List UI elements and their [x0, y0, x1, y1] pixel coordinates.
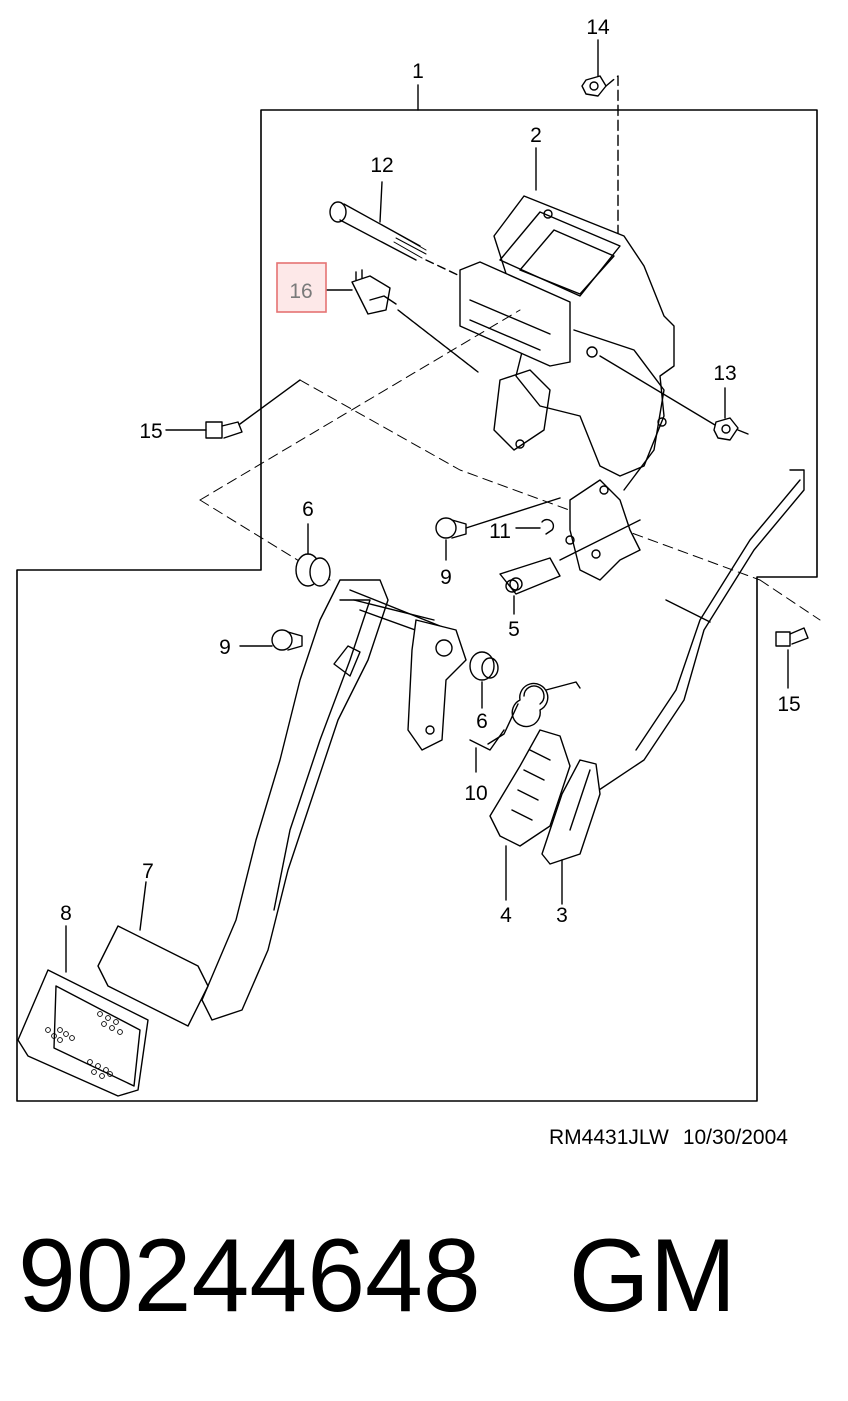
reference-code: RM4431JLW	[549, 1126, 669, 1149]
nut-part-14	[581, 39, 619, 281]
pedal-cover-part-8	[17, 925, 149, 1097]
callout-11: 11	[489, 520, 511, 543]
rod-part-10	[469, 729, 505, 773]
part-number: 90244648	[18, 1218, 481, 1334]
spring-part-lower	[487, 681, 581, 745]
diagram-reference: RM4431JLW 10/30/2004	[549, 1126, 788, 1150]
callout-6-top: 6	[302, 498, 314, 521]
callout-5: 5	[508, 618, 520, 641]
callout-16: 16	[289, 280, 312, 303]
pin-part-9-top	[435, 497, 561, 561]
callout-15-left: 15	[139, 420, 162, 443]
callout-14: 14	[586, 16, 610, 39]
pedal-bracket-part-2	[459, 147, 721, 491]
lever-plate	[407, 619, 467, 751]
callout-3: 3	[556, 904, 568, 927]
pedal-pad-part-7	[97, 881, 209, 1027]
callout-6-lower: 6	[476, 710, 488, 733]
accelerator-rod	[583, 469, 805, 801]
callout-12: 12	[370, 154, 393, 177]
exploded-parts-diagram: 1 2 3 4 5 6 6 7 8 9 9 10 11 12 13 14 15 …	[16, 16, 821, 1102]
callout-4: 4	[500, 904, 512, 927]
assembly-boundary	[16, 109, 818, 1102]
callout-8: 8	[60, 902, 72, 925]
pedal-pad-part-4	[489, 729, 571, 901]
callout-1: 1	[412, 60, 424, 83]
bushing-part-6-lower	[469, 651, 499, 709]
callout-10: 10	[464, 782, 487, 805]
brake-pedal-arm	[201, 579, 455, 1021]
lever-arm	[559, 479, 641, 581]
accelerator-pedal-part-3	[541, 759, 601, 905]
callout-13: 13	[713, 362, 736, 385]
bushing-part-6-top	[295, 523, 331, 587]
callout-2: 2	[530, 124, 542, 147]
callout-15-right: 15	[777, 693, 800, 716]
bolt-part-15-right	[775, 627, 809, 689]
brand-name: GM	[568, 1218, 737, 1334]
reference-date: 10/30/2004	[682, 1126, 788, 1149]
pin-part-9-lower	[239, 629, 303, 651]
clip-part-11	[515, 518, 555, 535]
highlight-box-part-16	[276, 262, 327, 313]
stoplamp-switch-part-16	[325, 269, 479, 373]
spring-part-5	[499, 557, 561, 615]
nut-part-13	[713, 387, 749, 441]
bolt-part-15-left	[165, 379, 301, 439]
callout-9-top: 9	[440, 566, 452, 589]
assembly-axis-lines	[199, 309, 821, 621]
bolt-part-12	[329, 181, 461, 277]
callout-7: 7	[142, 860, 154, 883]
callout-9-lower: 9	[219, 636, 231, 659]
